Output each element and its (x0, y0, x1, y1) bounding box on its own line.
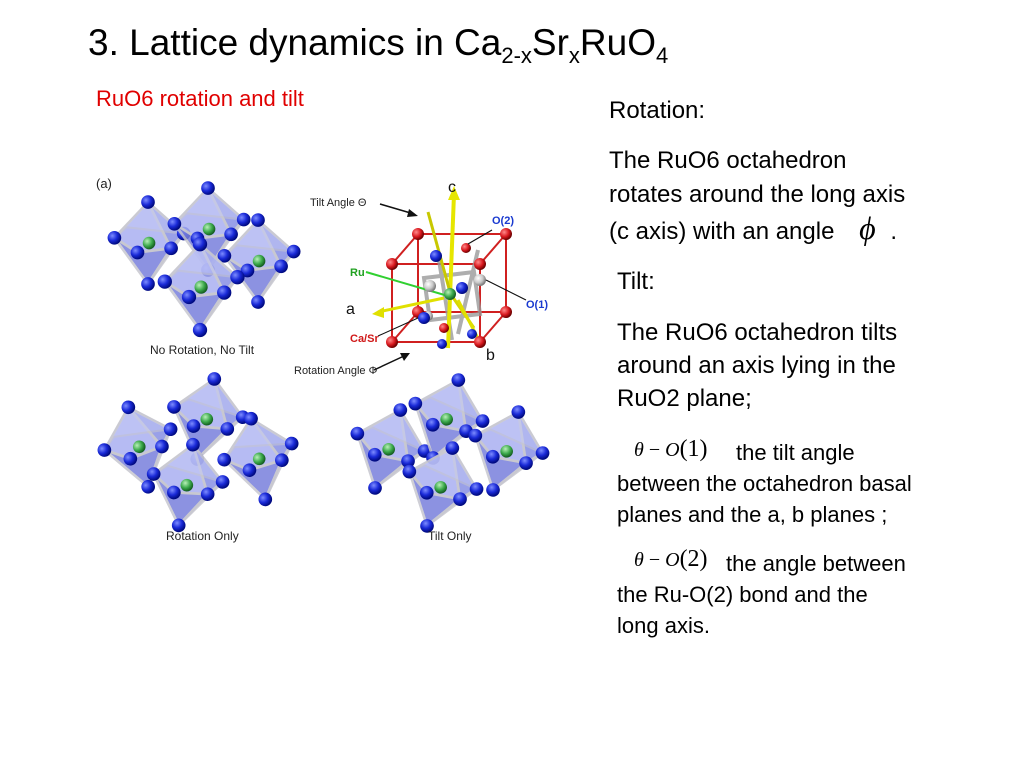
tilt-line-2: around an axis lying in the (617, 352, 896, 379)
eq2-theta: θ (634, 549, 644, 571)
o2-label: O(2) (492, 215, 514, 227)
eq1-desc-2: between the octahedron basal (617, 471, 912, 496)
octahedra-group-tilt-only (333, 359, 560, 547)
octahedra-group-rotation-only (88, 362, 310, 541)
octahedra-figure: (a) No Rotation, No Tilt Rotation Only T… (88, 176, 560, 547)
eq2-arg: (2) (679, 546, 708, 572)
octahedra-group-no-rotation (106, 179, 302, 339)
tilt-line-1: The RuO6 octahedron tilts (617, 319, 898, 346)
eq1-desc-1: the tilt angle (736, 440, 855, 465)
slide-title: 3. Lattice dynamics in Ca2-xSrxRuO4 (88, 22, 669, 68)
tilt-heading: Tilt: (617, 268, 655, 295)
rotation-heading: Rotation: (609, 97, 706, 124)
equation-theta-o2: θ − O(2) (634, 546, 708, 573)
rotation-line-2: rotates around the long axis (609, 181, 906, 208)
eq2-desc-3: long axis. (617, 613, 710, 638)
b-axis-label: b (486, 347, 495, 364)
eq1-minus: − (643, 439, 666, 461)
eq1-desc-3: planes and the a, b planes ; (617, 502, 888, 527)
c-axis-label: c (448, 179, 456, 196)
rotation-angle-label: Rotation Angle Φ (294, 365, 378, 377)
ru-label: Ru (350, 267, 365, 279)
eq2-minus: − (643, 549, 666, 571)
caption-tilt-only: Tilt Only (428, 529, 472, 543)
tilt-angle-label: Tilt Angle Θ (310, 197, 367, 209)
rotation-period: . (890, 218, 898, 245)
slide-subtitle: RuO6 rotation and tilt (96, 86, 304, 111)
tilt-line-3: RuO2 plane; (617, 385, 752, 412)
o1-label: O(1) (526, 299, 548, 311)
equation-theta-o1: θ − O(1) (634, 436, 708, 463)
caption-rotation-only: Rotation Only (166, 529, 239, 543)
phi-symbol: ϕ (859, 210, 876, 246)
caption-no-rotation: No Rotation, No Tilt (150, 343, 255, 357)
casr-label: Ca/Sr (350, 333, 379, 345)
rotation-line-3-text: (c axis) with an angle (609, 218, 835, 245)
panel-label: (a) (96, 176, 112, 191)
rotation-line-1: The RuO6 octahedron (609, 147, 847, 174)
a-axis-label: a (346, 301, 355, 318)
eq2-desc-1: the angle between (726, 551, 906, 576)
unit-cell-diagram (365, 186, 527, 371)
eq1-o: O (665, 439, 680, 461)
eq2-o: O (665, 549, 680, 571)
eq1-arg: (1) (679, 436, 708, 462)
rotation-line-3: (c axis) with an angle ϕ . (609, 212, 897, 248)
eq2-desc-2: the Ru-O(2) bond and the (617, 582, 868, 607)
eq1-theta: θ (634, 439, 644, 461)
